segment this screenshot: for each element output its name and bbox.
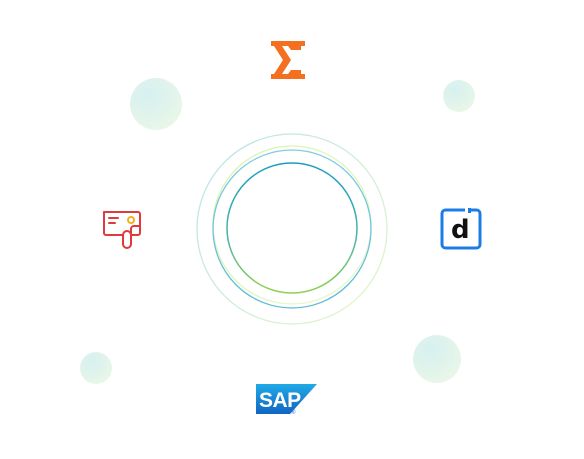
decorative-bubble-bottom-left — [80, 352, 112, 384]
ring-outer — [196, 133, 388, 325]
ring-middle — [212, 145, 372, 305]
receipt-card-logo[interactable] — [100, 208, 144, 250]
receipt-card-logo-icon — [103, 211, 141, 249]
d-letter-logo[interactable]: d — [439, 208, 483, 250]
decorative-bubble-top-right — [443, 80, 475, 112]
sap-logo-text: SAP — [259, 389, 301, 412]
sap-registered-mark: ® — [291, 409, 296, 416]
decorative-bubble-top-left — [130, 78, 182, 130]
ring-blue — [212, 149, 372, 309]
hourglass-sigma-logo[interactable] — [268, 40, 308, 80]
d-letter: d — [451, 215, 470, 245]
sap-logo[interactable]: SAP ® — [256, 384, 318, 416]
d-letter-logo-icon: d — [440, 208, 482, 250]
sap-logo-icon: SAP ® — [256, 384, 317, 416]
ring-inner — [226, 162, 358, 294]
decorative-bubble-bottom-right — [413, 335, 461, 383]
hourglass-sigma-logo-icon — [271, 41, 305, 79]
